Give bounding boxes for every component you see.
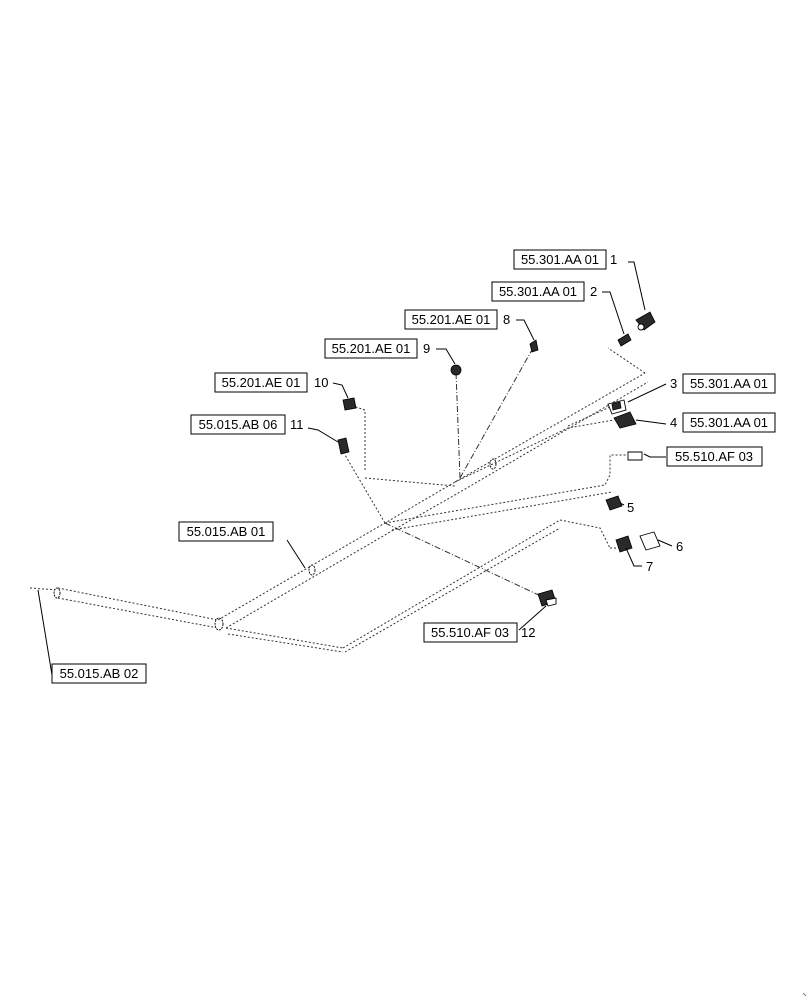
ref-label: 55.510.AF 03: [675, 449, 753, 464]
callout-3: 55.301.AA 01 3: [670, 373, 776, 394]
connector-1: [635, 311, 656, 331]
ref-label: 55.201.AE 01: [412, 312, 491, 327]
callout-4: 55.301.AA 01 4: [670, 412, 776, 433]
item-number: 2: [590, 284, 597, 299]
connector-5: [605, 495, 623, 511]
ref-label: 55.301.AA 01: [690, 376, 768, 391]
ref-label: 55.201.AE 01: [222, 375, 301, 390]
connector-4: [613, 411, 637, 429]
callout-ab02: 55.015.AB 02: [51, 663, 147, 684]
item-number: 8: [503, 312, 510, 327]
connector-6: [639, 531, 661, 551]
connector-7: [615, 535, 633, 553]
callout-ab01: 55.015.AB 01: [178, 521, 274, 542]
ref-label: 55.301.AA 01: [690, 415, 768, 430]
ref-label: 55.015.AB 01: [187, 524, 266, 539]
callout-510-top: 55.510.AF 03: [666, 446, 763, 467]
item-number: 12: [521, 625, 535, 640]
item-number: 3: [670, 376, 677, 391]
item-number: 1: [610, 252, 617, 267]
connector-11: [337, 437, 350, 455]
sensor-8: [529, 339, 539, 353]
ref-label: 55.510.AF 03: [431, 625, 509, 640]
ref-label: 55.015.AB 06: [199, 417, 278, 432]
ref-label: 55.201.AE 01: [332, 341, 411, 356]
corner-mark: [802, 992, 807, 997]
sensor-10: [342, 397, 357, 411]
callout-11: 55.015.AB 06 11: [190, 414, 304, 435]
callout-7: 7: [646, 559, 653, 574]
item-number: 5: [627, 500, 634, 515]
connector-12: [537, 589, 557, 607]
callout-5: 5: [627, 500, 634, 515]
item-number: 7: [646, 559, 653, 574]
callout-2: 55.301.AA 01 2: [491, 281, 597, 302]
item-number: 9: [423, 341, 430, 356]
callout-12: 55.510.AF 03 12: [423, 622, 535, 643]
connector-510-top: [627, 451, 643, 461]
ref-label: 55.301.AA 01: [521, 252, 599, 267]
leader-lines: [37, 261, 673, 676]
item-number: 11: [290, 417, 304, 432]
sensor-9: [450, 364, 462, 376]
item-number: 4: [670, 415, 677, 430]
callout-8: 55.201.AE 01 8: [404, 309, 510, 330]
callout-1: 55.301.AA 01 1: [513, 249, 617, 270]
item-number: 10: [314, 375, 328, 390]
connector-2: [617, 333, 632, 347]
callout-6: 6: [676, 539, 683, 554]
harness-trunk: [29, 347, 649, 653]
ref-label: 55.015.AB 02: [60, 666, 139, 681]
item-number: 6: [676, 539, 683, 554]
callout-9: 55.201.AE 01 9: [324, 338, 430, 359]
callout-10: 55.201.AE 01 10: [214, 372, 328, 393]
ref-label: 55.301.AA 01: [499, 284, 577, 299]
connector-3: [607, 399, 627, 415]
